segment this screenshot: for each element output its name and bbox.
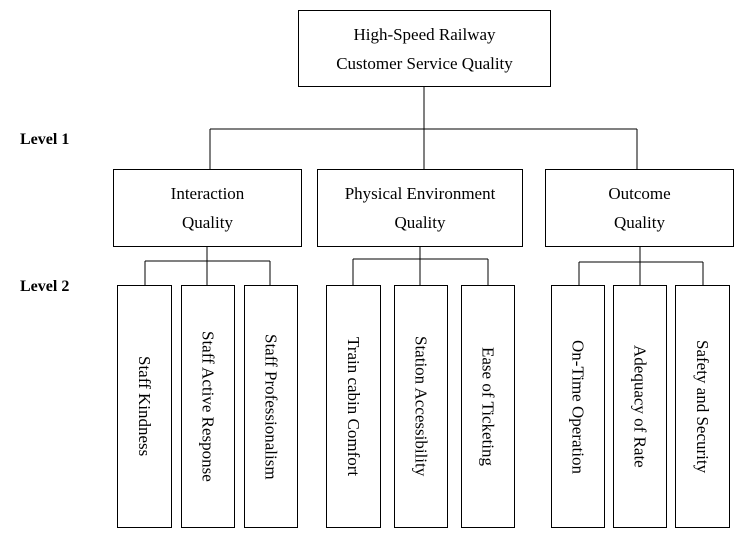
dimension-label-line1: Outcome — [608, 184, 671, 203]
root-node: High-Speed Railway Customer Service Qual… — [298, 10, 551, 87]
dimension-label-line2: Quality — [613, 213, 665, 232]
item-node-on-time-operation: On-Time Operation — [551, 285, 605, 528]
item-label: Adequacy of Rate — [630, 345, 650, 468]
level-2-label: Level 2 — [20, 278, 70, 295]
item-node-staff-kindness: Staff Kindness — [117, 285, 172, 528]
item-label: On-Time Operation — [568, 339, 588, 474]
item-node-ease-of-ticketing: Ease of Ticketing — [461, 285, 515, 528]
item-node-staff-active-response: Staff Active Response — [181, 285, 235, 528]
dimension-node-physical-environment: Physical Environment Quality — [317, 169, 523, 247]
level-1-label: Level 1 — [20, 131, 70, 148]
dimension-label-line2: Quality — [394, 213, 446, 232]
item-node-staff-professionalism: Staff Professionalism — [244, 285, 298, 528]
dimension-node-interaction: Interaction Quality — [113, 169, 302, 247]
item-label: Safety and Security — [693, 339, 712, 474]
item-label: Staff Active Response — [198, 331, 218, 482]
item-label: Staff Professionalism — [261, 333, 281, 480]
dimension-label-line1: Interaction — [170, 184, 245, 203]
item-label: Ease of Ticketing — [478, 347, 498, 466]
item-node-train-cabin-comfort: Train cabin Comfort — [326, 285, 381, 528]
item-node-station-accessibility: Station Accessibility — [394, 285, 448, 528]
item-label: Staff Kindness — [135, 356, 154, 457]
root-title-line1: High-Speed Railway — [353, 24, 496, 44]
root-title-line2: Customer Service Quality — [336, 53, 513, 73]
item-node-adequacy-of-rate: Adequacy of Rate — [613, 285, 667, 528]
dimension-label-line2: Quality — [181, 213, 233, 232]
item-node-safety-and-security: Safety and Security — [675, 285, 730, 528]
dimension-node-outcome: Outcome Quality — [545, 169, 734, 247]
item-label: Station Accessibility — [411, 336, 431, 477]
dimension-label-line1: Physical Environment — [344, 184, 496, 203]
item-label: Train cabin Comfort — [344, 336, 363, 477]
